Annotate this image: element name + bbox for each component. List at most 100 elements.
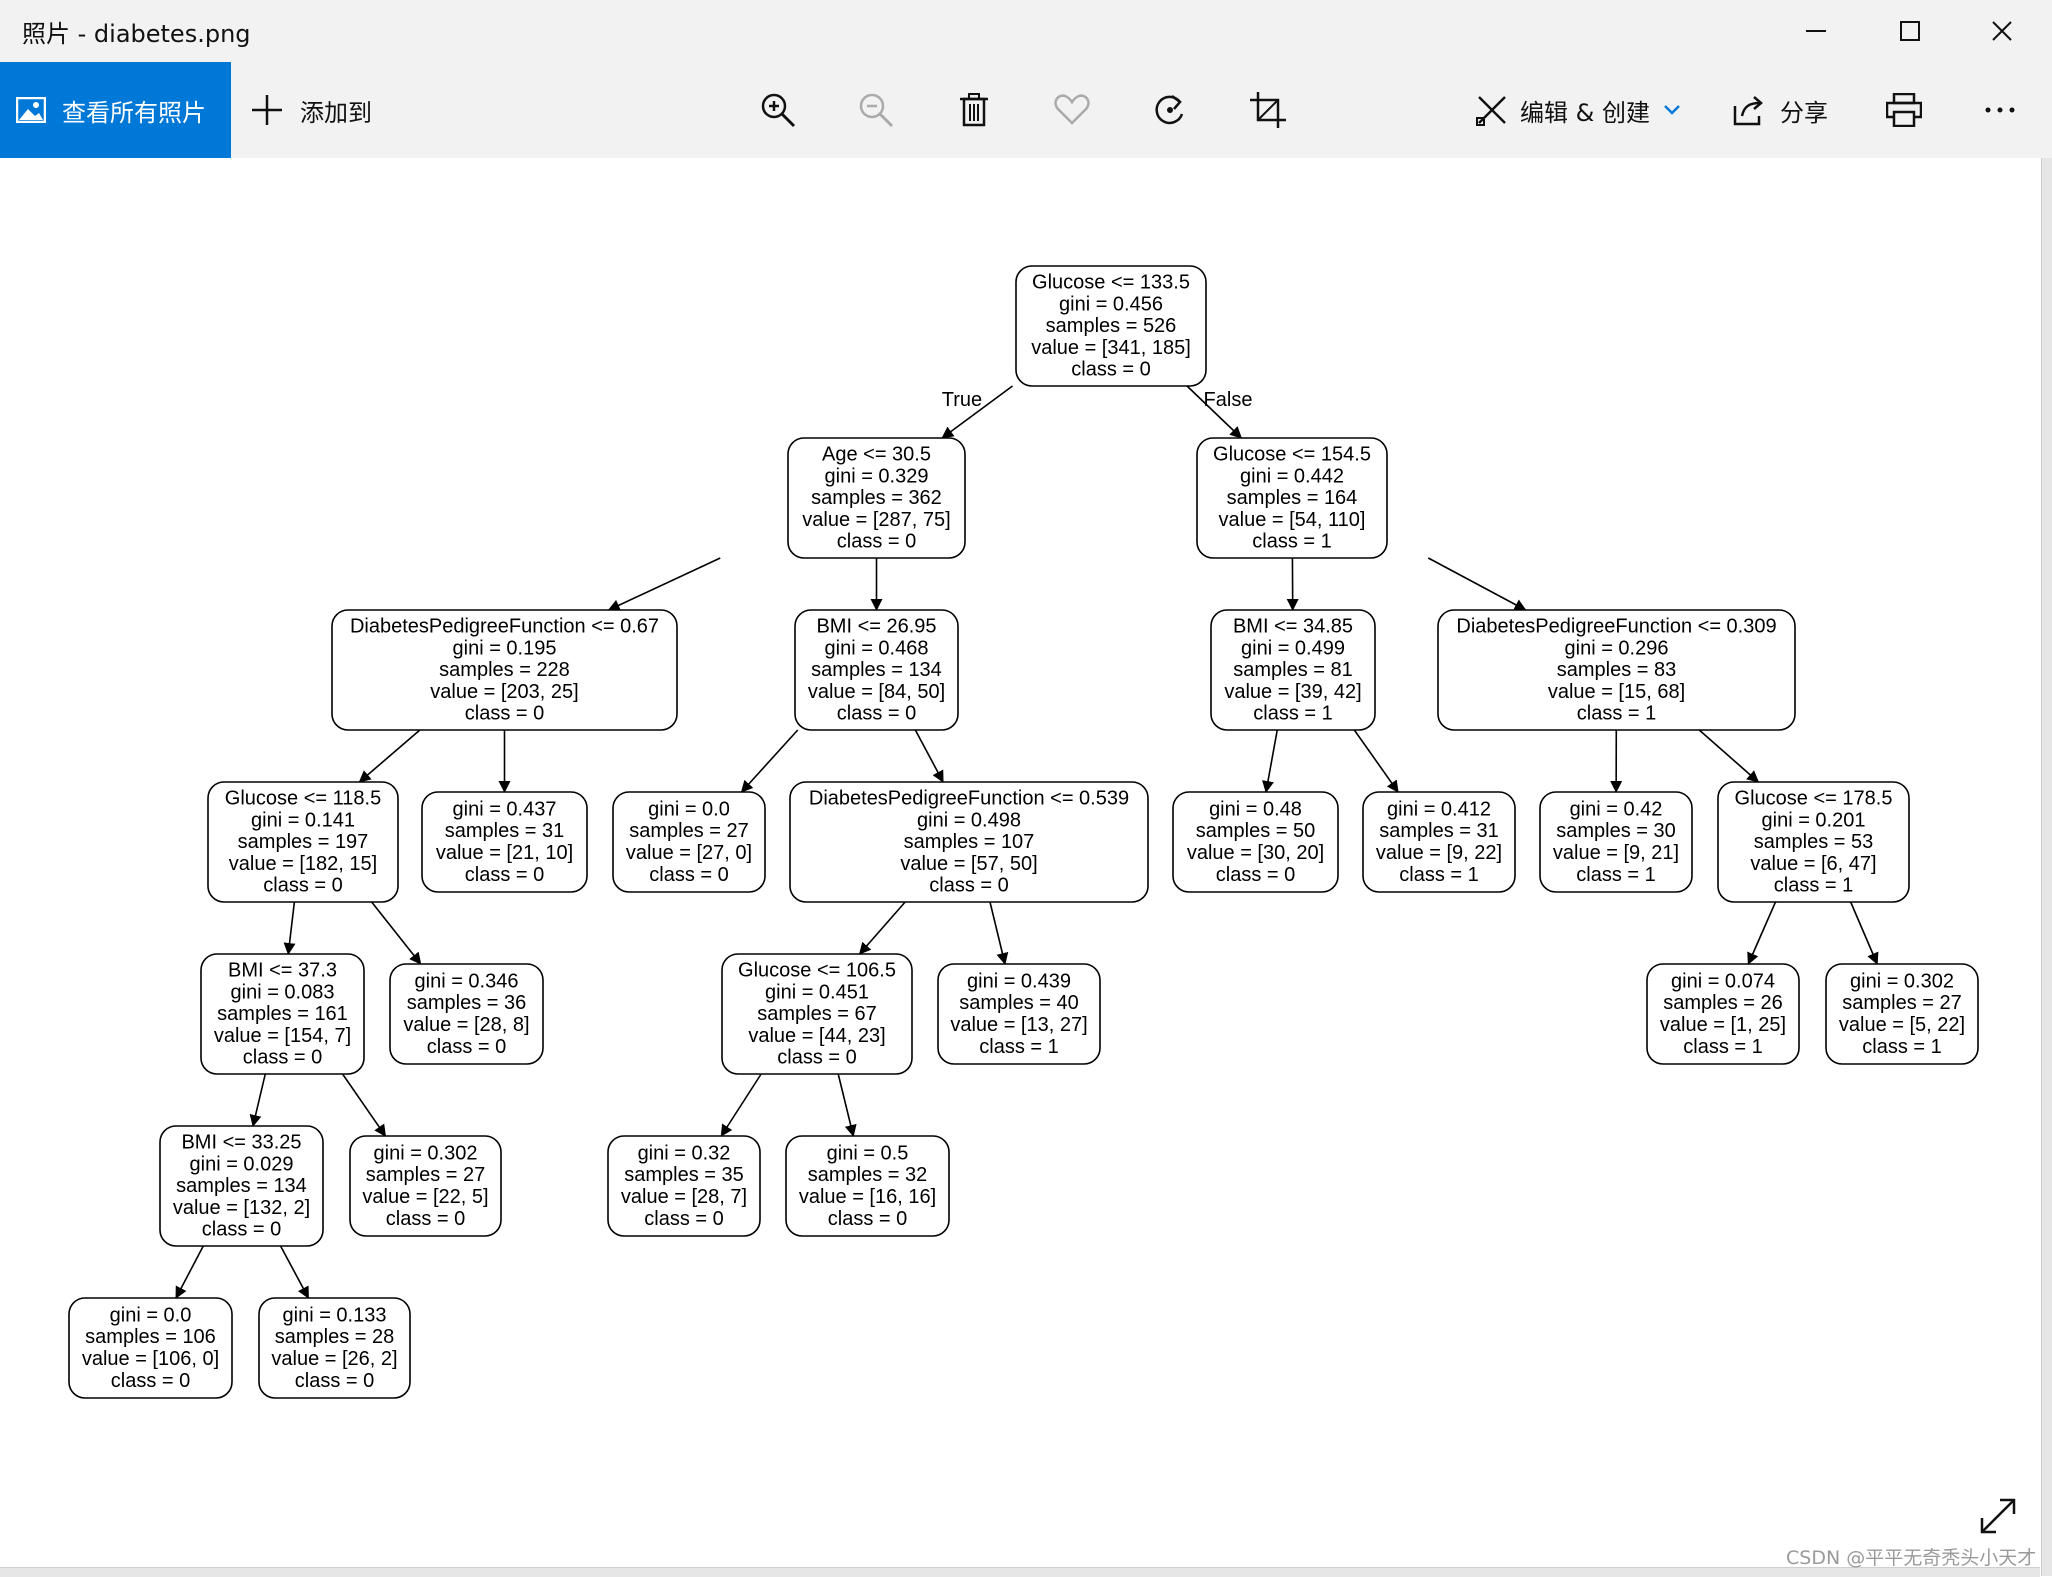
- rotate-button[interactable]: [1146, 86, 1194, 134]
- node-text-line: samples = 31: [445, 820, 565, 842]
- node-text-line: value = [15, 68]: [1548, 681, 1685, 703]
- tree-edge: [1748, 902, 1775, 964]
- tree-edge: [372, 902, 421, 964]
- node-text-line: DiabetesPedigreeFunction <= 0.309: [1456, 616, 1776, 638]
- node-text-line: gini = 0.499: [1241, 637, 1345, 659]
- node-text-line: Age <= 30.5: [822, 444, 931, 466]
- node-text-line: samples = 53: [1754, 831, 1874, 853]
- fullscreen-button[interactable]: [1978, 1496, 2018, 1536]
- node-text-line: gini = 0.133: [283, 1304, 387, 1326]
- node-text-line: value = [182, 15]: [229, 853, 377, 875]
- node-text-line: gini = 0.302: [1850, 970, 1954, 992]
- view-all-photos-button[interactable]: 查看所有照片: [0, 62, 231, 158]
- node-text-line: samples = 31: [1379, 820, 1499, 842]
- zoom-in-icon: [760, 92, 796, 128]
- watermark: CSDN @平平无奇秃头小天才: [1786, 1543, 2036, 1570]
- node-text-line: gini = 0.437: [453, 798, 557, 820]
- tree-edge: [915, 730, 943, 782]
- rotate-icon: [1152, 92, 1188, 128]
- node-text-line: class = 0: [202, 1219, 281, 1241]
- node-text-line: value = [9, 22]: [1376, 842, 1502, 864]
- close-button[interactable]: [1954, 0, 2050, 62]
- favorite-button[interactable]: [1048, 86, 1096, 134]
- maximize-icon: [1898, 19, 1922, 43]
- node-text-line: class = 0: [644, 1208, 723, 1230]
- node-text-line: class = 1: [1576, 864, 1655, 886]
- maximize-button[interactable]: [1862, 0, 1958, 62]
- node-text-line: gini = 0.141: [251, 809, 355, 831]
- delete-button[interactable]: [950, 86, 998, 134]
- node-text-line: samples = 106: [85, 1326, 216, 1348]
- minimize-icon: [1804, 19, 1828, 43]
- share-icon: [1732, 94, 1766, 126]
- zoom-in-button[interactable]: [754, 86, 802, 134]
- print-button[interactable]: [1880, 86, 1928, 134]
- node-text-line: class = 0: [465, 864, 544, 886]
- node-text-line: class = 0: [386, 1208, 465, 1230]
- node-text-line: value = [6, 47]: [1750, 853, 1876, 875]
- node-text-line: Glucose <= 178.5: [1735, 788, 1893, 810]
- node-text-line: samples = 32: [808, 1164, 928, 1186]
- edge-label-true: True: [942, 389, 982, 411]
- zoom-out-button[interactable]: [852, 86, 900, 134]
- tree-edge: [990, 902, 1005, 964]
- print-icon: [1886, 93, 1922, 127]
- node-text-line: samples = 526: [1046, 315, 1177, 337]
- node-text-line: class = 0: [649, 864, 728, 886]
- edit-create-button[interactable]: 编辑 & 创建: [1476, 62, 1682, 158]
- plus-icon: [252, 95, 282, 125]
- node-text-line: samples = 83: [1557, 659, 1677, 681]
- node-text-line: class = 0: [295, 1370, 374, 1392]
- node-text-line: value = [203, 25]: [430, 681, 578, 703]
- tree-edge: [281, 1246, 309, 1298]
- node-text-line: class = 0: [263, 875, 342, 897]
- more-options-button[interactable]: [1976, 86, 2024, 134]
- trash-icon: [959, 93, 989, 127]
- tree-edge: [838, 1074, 853, 1136]
- tree-edge: [359, 730, 419, 782]
- node-text-line: samples = 228: [439, 659, 570, 681]
- node-text-line: Glucose <= 118.5: [225, 788, 381, 810]
- tree-edge: [609, 558, 721, 610]
- tree-edge: [1851, 902, 1878, 964]
- node-text-line: DiabetesPedigreeFunction <= 0.539: [809, 788, 1129, 810]
- edit-create-icon: [1476, 94, 1508, 126]
- tree-edge: [176, 1246, 203, 1298]
- toolbar: 查看所有照片 添加到: [0, 62, 2052, 158]
- close-icon: [1990, 19, 2014, 43]
- vertical-scrollbar[interactable]: [2041, 158, 2052, 1576]
- chevron-down-icon: [1662, 103, 1682, 117]
- share-button[interactable]: 分享: [1732, 62, 1828, 158]
- minimize-button[interactable]: [1768, 0, 1864, 62]
- node-text-line: gini = 0.346: [415, 970, 519, 992]
- node-text-line: samples = 134: [176, 1175, 307, 1197]
- node-text-line: value = [22, 5]: [362, 1186, 488, 1208]
- node-text-line: class = 0: [465, 703, 544, 725]
- add-to-button[interactable]: 添加到: [252, 62, 372, 158]
- photo-icon: [16, 97, 46, 123]
- crop-button[interactable]: [1244, 86, 1292, 134]
- node-text-line: gini = 0.083: [231, 981, 335, 1003]
- node-text-line: class = 1: [1399, 864, 1478, 886]
- node-text-line: class = 0: [427, 1036, 506, 1058]
- node-text-line: value = [16, 16]: [799, 1186, 936, 1208]
- tree-edge: [1699, 730, 1758, 782]
- node-text-line: samples = 27: [1842, 992, 1962, 1014]
- node-text-line: samples = 81: [1233, 659, 1353, 681]
